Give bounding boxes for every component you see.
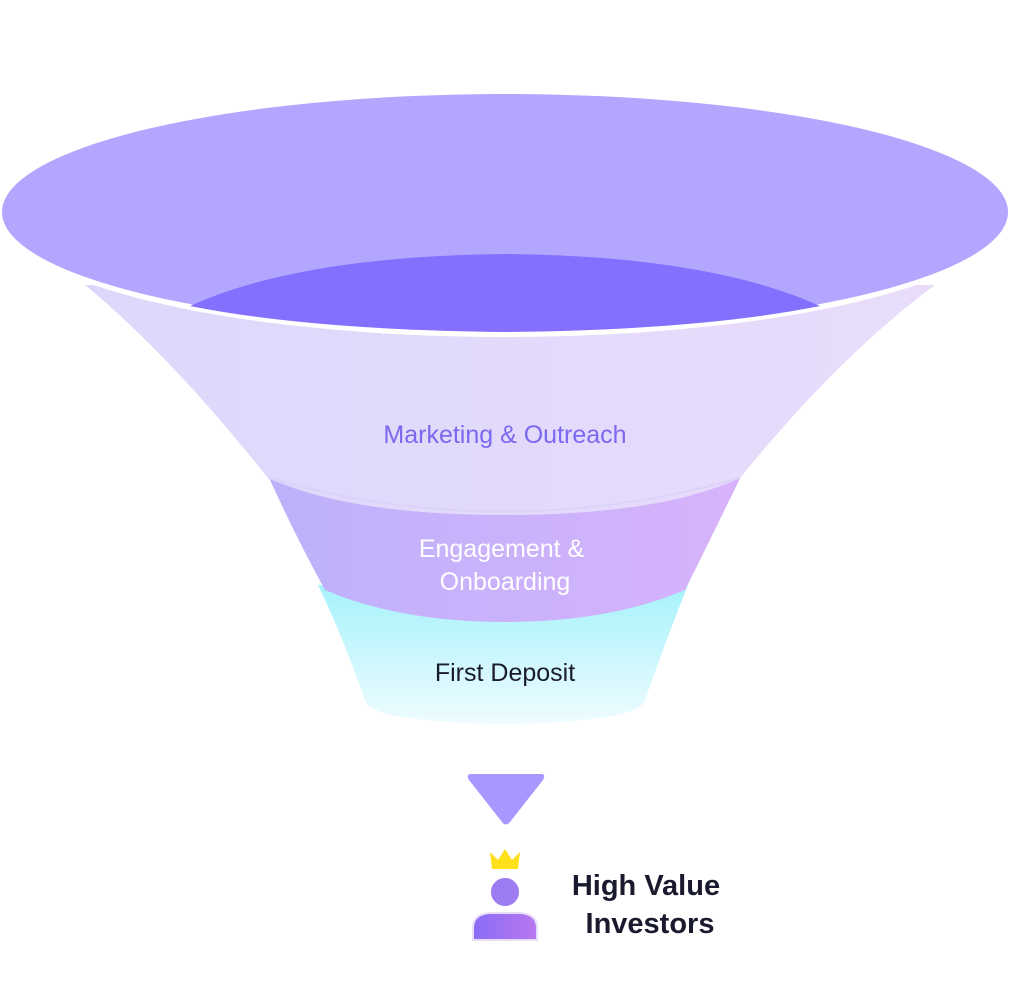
result-label-line1: High Value (572, 870, 720, 902)
person-icon (472, 912, 538, 941)
funnel-section-first-deposit (318, 585, 688, 724)
stage-label-engagement-line1: Engagement & (419, 535, 585, 563)
stage-label-first-deposit: First Deposit (435, 659, 575, 687)
section-divider (267, 477, 741, 513)
stage-label-engagement: Engagement & Onboarding (419, 535, 591, 596)
result-label: High Value Investors (572, 870, 728, 940)
crown-icon (490, 849, 520, 869)
stage-label-engagement-line2: Onboarding (440, 568, 571, 596)
funnel-section-marketing (85, 285, 935, 515)
person-icon-head (489, 876, 521, 908)
down-triangle-icon (467, 774, 545, 825)
stage-label-marketing: Marketing & Outreach (383, 421, 626, 449)
funnel-rim-top (2, 94, 1008, 330)
funnel-interior (190, 254, 820, 332)
result-label-line2: Investors (586, 908, 715, 940)
